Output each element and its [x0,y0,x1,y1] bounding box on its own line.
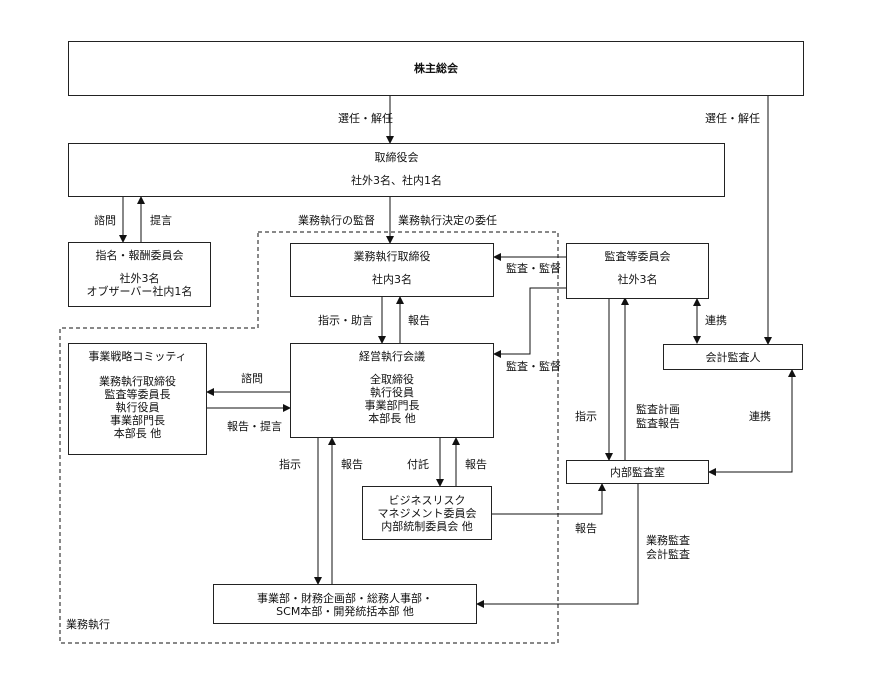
exec-meeting-line-4: 本部長 他 [368,412,416,425]
business-execution-boundary [59,231,559,644]
label-report-4: 報告 [575,522,597,535]
arrow-audit-to-exec-meeting [493,287,566,358]
risk-line-1: ビジネスリスク [388,494,466,507]
audit-committee-title: 監査等委員会 [604,250,671,263]
shareholders-meeting-label: 株主総会 [414,62,458,75]
departments-box: 事業部・財務企画部・総務人事部・ SCM本部・開発統括本部 他 [213,584,477,624]
accounting-auditor-box: 会計監査人 [663,344,803,370]
internal-audit-label: 内部監査室 [610,466,665,479]
exec-directors-title: 業務執行取締役 [353,250,431,263]
label-entrust: 付託 [407,458,429,471]
risk-line-3: 内部統制委員会 他 [381,520,473,533]
nomination-line-2: オブザーバー社内1名 [86,285,193,298]
exec-meeting-line-1: 全取締役 [370,373,414,386]
nomination-line-1: 社外3名 [119,272,160,285]
board-box: 取締役会 社外3名、社内1名 [68,143,725,197]
exec-meeting-line-3: 事業部門長 [364,399,420,412]
label-supervise: 業務執行の監督 [298,214,375,227]
label-accounting-audit: 会計監査 [646,548,690,561]
label-report-3: 報告 [465,458,487,471]
nomination-title: 指名・報酬委員会 [95,249,184,262]
strategy-line-2: 監査等委員長 [104,388,171,401]
label-delegate: 業務執行決定の委任 [398,214,497,227]
shareholders-meeting-box: 株主総会 [68,41,804,96]
label-instruct-2: 指示 [279,458,301,471]
arrow-risk-to-internal [492,483,606,515]
label-consult-2: 諮問 [241,372,263,385]
label-propose: 提言 [150,214,172,227]
strategy-line-4: 事業部門長 [110,414,165,427]
label-business-audit: 業務監査 [646,534,690,547]
label-instruct-advise: 指示・助言 [318,314,373,327]
label-audit-supervise-1: 監査・監督 [506,262,561,275]
label-audit-plan: 監査計画 [636,403,680,416]
label-coordinate-1: 連携 [705,314,727,327]
label-audit-supervise-2: 監査・監督 [506,360,561,373]
exec-meeting-line-2: 執行役員 [370,386,414,399]
label-audit-report: 監査報告 [636,417,680,430]
risk-committee-box: ビジネスリスク マネジメント委員会 内部統制委員会 他 [362,486,492,540]
label-report-2: 報告 [341,458,363,471]
label-business-execution: 業務執行 [66,618,110,631]
label-elect-dismiss-auditor: 選任・解任 [705,112,760,125]
departments-line-2: SCM本部・開発統括本部 他 [276,605,414,618]
strategy-line-5: 本部長 他 [113,427,162,440]
departments-line-1: 事業部・財務企画部・総務人事部・ [257,592,433,605]
exec-directors-box: 業務執行取締役 社内3名 [290,243,494,297]
label-report-propose: 報告・提言 [227,420,282,433]
exec-meeting-box: 経営執行会議 全取締役 執行役員 事業部門長 本部長 他 [290,343,494,438]
label-consult: 諮問 [94,214,116,227]
label-coordinate-2: 連携 [749,410,771,423]
label-elect-dismiss-board: 選任・解任 [338,112,393,125]
exec-meeting-title: 経営執行会議 [359,350,425,363]
strategy-committee-box: 事業戦略コミッティ 業務執行取締役 監査等委員長 執行役員 事業部門長 本部長 … [68,343,207,455]
internal-audit-box: 内部監査室 [566,460,709,484]
board-members: 社外3名、社内1名 [351,174,442,187]
accounting-auditor-label: 会計監査人 [705,351,761,364]
label-report-1: 報告 [408,314,430,327]
audit-committee-members: 社外3名 [617,273,658,286]
exec-directors-members: 社内3名 [372,273,412,286]
strategy-line-1: 業務執行取締役 [99,375,176,388]
audit-committee-box: 監査等委員会 社外3名 [566,243,709,299]
risk-line-2: マネジメント委員会 [377,507,477,520]
label-instruct-1: 指示 [575,410,597,423]
strategy-line-3: 執行役員 [115,401,160,414]
arrow-internal-to-departments [476,484,639,608]
strategy-title: 事業戦略コミッティ [88,350,187,363]
nomination-committee-box: 指名・報酬委員会 社外3名 オブザーバー社内1名 [68,242,211,307]
board-title: 取締役会 [374,151,419,164]
